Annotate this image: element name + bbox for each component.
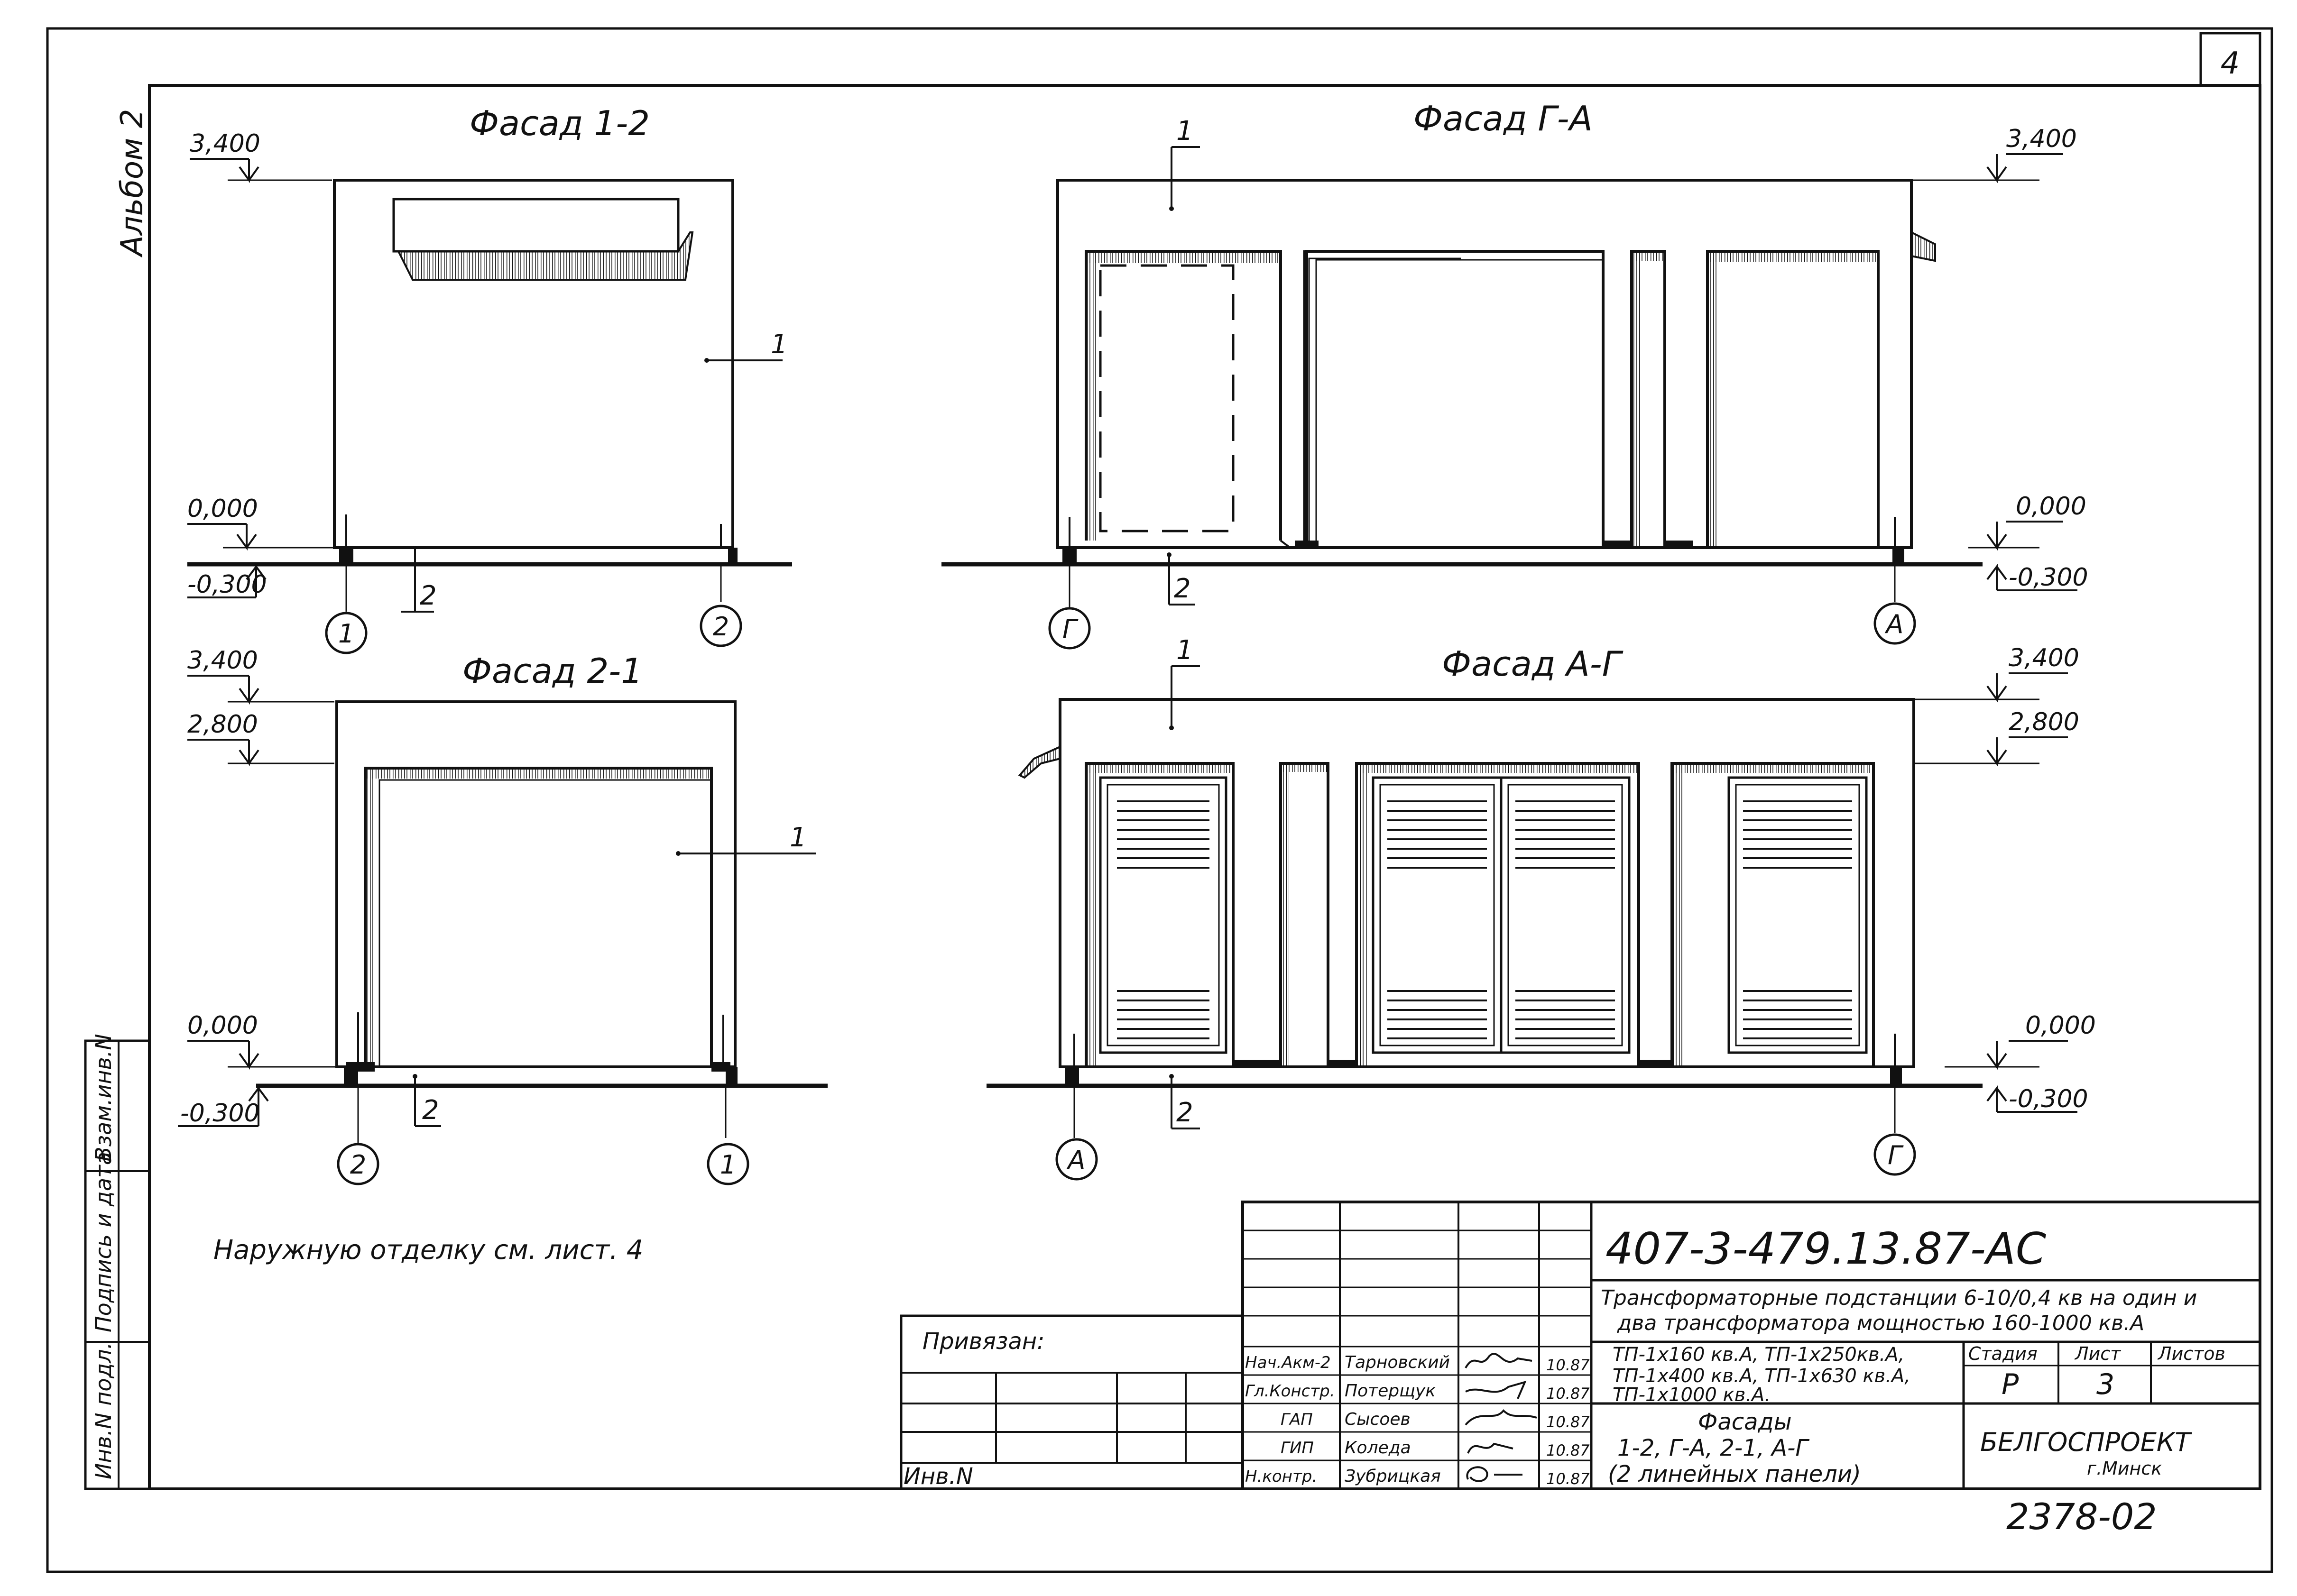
axis-right: Г <box>1888 1140 1904 1170</box>
callout-2: 2 <box>420 580 437 611</box>
facade-1-2: Фасад 1-2 3,400 0,000 -0,300 1 2 <box>187 103 792 654</box>
level-top: 3,400 <box>2009 644 2079 672</box>
facade-title: Фасад 1-2 <box>470 103 650 143</box>
sig-role: ГАП <box>1281 1410 1313 1429</box>
sig-role: Гл.Констр. <box>1245 1382 1335 1401</box>
louvered-double-door <box>1355 762 1640 1067</box>
level-zero: 0,000 <box>187 1011 258 1040</box>
sig-name: Зубрицкая <box>1345 1467 1441 1486</box>
sheet-title-1: Фасады <box>1698 1409 1792 1435</box>
stamp-inv-podl: Инв.N подл. <box>91 1342 116 1479</box>
description-line-2: два трансформатора мощностью 160-1000 кв… <box>1617 1311 2144 1335</box>
sig-role: Н.контр. <box>1245 1467 1317 1486</box>
sig-date: 10.87 <box>1546 1470 1590 1488</box>
org-city: г.Минск <box>2087 1458 2162 1479</box>
canopy-hatch <box>397 231 694 281</box>
callout-2: 2 <box>422 1095 439 1126</box>
callout-1: 1 <box>790 822 807 853</box>
facade-2-1: Фасад 2-1 3,400 2,800 0,000 -0,300 1 <box>178 646 828 1185</box>
facade-a-g: Фасад А-Г <box>987 635 2096 1181</box>
facade-title: Фасад 2-1 <box>462 651 643 691</box>
sig-name: Коледа <box>1345 1438 1411 1458</box>
level-ground: -0,300 <box>2009 1085 2088 1113</box>
sheets-label: Листов <box>2157 1343 2225 1364</box>
signature-scribbles <box>1465 1353 1537 1482</box>
privyazan-block: Привязан: Инв.N <box>900 1314 1244 1490</box>
sig-name: Потерщук <box>1345 1381 1436 1401</box>
finish-note: Наружную отделку см. лист. 4 <box>213 1235 643 1266</box>
callout-1: 1 <box>1176 635 1193 666</box>
level-top: 3,400 <box>2006 125 2077 153</box>
facade-g-a: Фасад Г-А 3,400 <box>941 99 2088 650</box>
page-number: 4 <box>2221 46 2240 81</box>
sig-role: Нач.Акм-2 <box>1245 1353 1331 1372</box>
level-ground: -0,300 <box>180 1099 260 1128</box>
facade-title: Фасад А-Г <box>1442 644 1624 684</box>
privyazan-label: Привязан: <box>922 1328 1044 1355</box>
louvered-door <box>1085 762 1235 1067</box>
title-block: 407-3-479.13.87-АС Трансформаторные подс… <box>1241 1201 2261 1490</box>
inv-label: Инв.N <box>904 1463 973 1490</box>
axis-left: 1 <box>338 619 354 649</box>
sig-role: ГИП <box>1281 1439 1314 1458</box>
callout-2: 2 <box>1176 1097 1193 1128</box>
axis-left: Г <box>1062 614 1079 644</box>
level-ground: -0,300 <box>2009 563 2088 592</box>
facade-title: Фасад Г-А <box>1413 99 1593 138</box>
variant-line-2: ТП-1х400 кв.А, ТП-1х630 кв.А, <box>1613 1365 1910 1387</box>
level-zero: 0,000 <box>187 495 258 523</box>
sig-name: Сысоев <box>1345 1410 1411 1429</box>
sheet-label: Лист <box>2074 1343 2122 1364</box>
stamp-signature-date: Подпись и дата <box>91 1152 116 1332</box>
stage-value: Р <box>2002 1368 2019 1401</box>
description-line-1: Трансформаторные подстанции 6-10/0,4 кв … <box>1601 1286 2197 1310</box>
side-stamp: Инв.N подл. Подпись и дата Взам.инв.N <box>84 1034 151 1490</box>
sheet-title-3: (2 линейных панели) <box>1608 1461 1861 1487</box>
sig-date: 10.87 <box>1546 1385 1590 1403</box>
variant-line-1: ТП-1х160 кв.А, ТП-1х250кв.А, <box>1613 1344 1904 1366</box>
sig-date: 10.87 <box>1546 1356 1590 1374</box>
level-ground: -0,300 <box>187 570 267 599</box>
sheet-title-2: 1-2, Г-А, 2-1, А-Г <box>1617 1435 1809 1461</box>
level-mid: 2,800 <box>187 710 258 739</box>
stamp-vzam-inv: Взам.инв.N <box>91 1034 116 1162</box>
sig-date: 10.87 <box>1546 1441 1590 1459</box>
axis-left: 2 <box>350 1150 366 1180</box>
variant-line-3: ТП-1х1000 кв.А. <box>1613 1384 1771 1406</box>
org-name: БЕЛГОСПРОЕКТ <box>1980 1427 2192 1457</box>
level-zero: 0,000 <box>2025 1011 2096 1040</box>
axis-left: А <box>1067 1145 1086 1175</box>
drawing-code: 407-3-479.13.87-АС <box>1605 1223 2046 1274</box>
level-zero: 0,000 <box>2016 492 2086 521</box>
sig-date: 10.87 <box>1546 1413 1590 1431</box>
axis-right: 2 <box>713 612 729 642</box>
callout-1: 1 <box>1176 116 1193 147</box>
callout-2: 2 <box>1174 573 1191 604</box>
drawing-number: 2378-02 <box>2006 1495 2157 1538</box>
level-top: 3,400 <box>187 646 258 675</box>
callout-1: 1 <box>771 329 788 360</box>
louvered-door-right <box>1670 762 1875 1067</box>
ventilation-canopy <box>392 198 680 253</box>
stage-label: Стадия <box>1968 1343 2038 1364</box>
axis-right: 1 <box>720 1150 736 1180</box>
album-label: Альбом 2 <box>115 109 150 258</box>
sheet-value: 3 <box>2096 1368 2114 1401</box>
sig-name: Тарновский <box>1345 1353 1450 1372</box>
level-top: 3,400 <box>190 129 260 158</box>
axis-right: А <box>1885 609 1904 639</box>
level-mid: 2,800 <box>2009 708 2079 736</box>
